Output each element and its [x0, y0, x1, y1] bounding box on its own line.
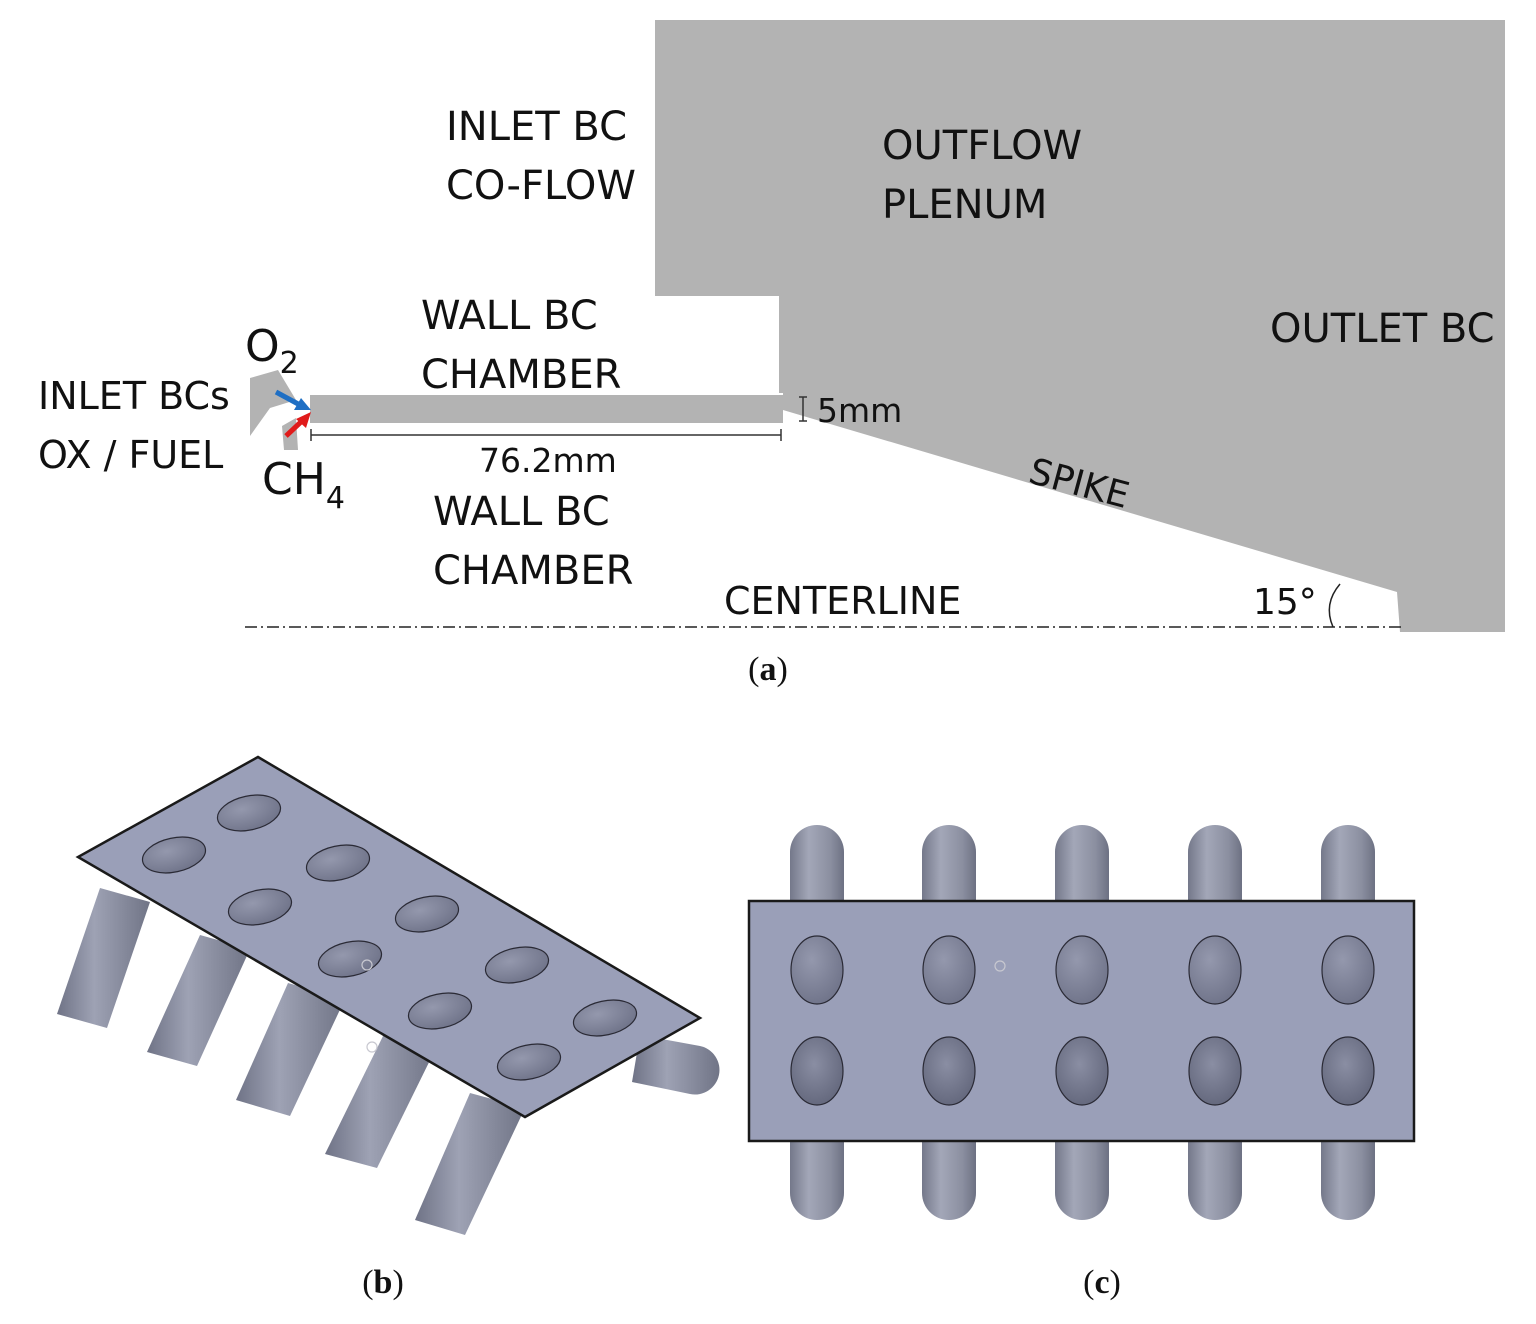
height-dimension-label: 5mm — [817, 391, 902, 430]
tube-top-1 — [790, 825, 844, 901]
hole — [394, 895, 460, 933]
angle-label: 15° — [1253, 582, 1317, 623]
chamber-wall — [310, 395, 783, 423]
hole — [216, 794, 282, 832]
hole — [317, 940, 383, 978]
wall-lower-label: WALL BC CHAMBER — [433, 489, 633, 594]
centerline-label: CENTERLINE — [724, 579, 961, 623]
hole — [227, 888, 293, 926]
tube-bottom-3 — [1055, 1141, 1109, 1220]
hole — [922, 1036, 976, 1106]
side-tube — [632, 1035, 720, 1095]
tube-b-3 — [236, 983, 345, 1116]
caption-a: (a) — [748, 651, 788, 688]
inlet-bcs-label: INLET BCs OX / FUEL — [38, 374, 242, 477]
height-dimension — [799, 396, 807, 422]
wall-upper-label: WALL BC CHAMBER — [421, 293, 621, 398]
bottom-tubes-c — [790, 1141, 1375, 1220]
hole — [572, 999, 638, 1037]
caption-b: (b) — [362, 1264, 404, 1301]
hole — [1321, 1036, 1375, 1106]
tube-top-3 — [1055, 825, 1109, 901]
marker-circle — [361, 959, 373, 971]
tube-b-2 — [147, 935, 250, 1066]
tube-top-2 — [922, 825, 976, 901]
injector-plate-b — [75, 755, 703, 1119]
marker-circle — [366, 1041, 378, 1053]
hole — [305, 844, 371, 882]
outlet-bc-label: OUTLET BC — [1270, 306, 1495, 352]
tube-b-4 — [325, 1032, 437, 1168]
tube-bottom-5 — [1321, 1141, 1375, 1220]
outflow-plenum-label: OUTFLOW PLENUM — [882, 123, 1095, 228]
angle-arc — [1328, 583, 1341, 628]
hole — [790, 935, 844, 1005]
tube-bottom-4 — [1188, 1141, 1242, 1220]
outflow-plenum-region — [655, 20, 1505, 632]
tube-bottom-1 — [790, 1141, 844, 1220]
hole — [496, 1043, 562, 1081]
hole — [922, 935, 976, 1005]
o2-arrow — [274, 389, 311, 410]
o2-label: O2 — [245, 321, 299, 381]
hole — [484, 946, 550, 984]
panel-a: INLET BC CO-FLOW OUTFLOW PLENUM OUTLET B… — [38, 20, 1505, 688]
tube-bottom-2 — [922, 1141, 976, 1220]
hole — [1188, 1036, 1242, 1106]
marker-circle — [994, 960, 1006, 972]
hole — [141, 836, 207, 874]
hole — [1188, 935, 1242, 1005]
tube-top-4 — [1188, 825, 1242, 901]
hole — [407, 992, 473, 1030]
tube-b-5 — [415, 1093, 525, 1235]
hole — [1321, 935, 1375, 1005]
hole — [1055, 935, 1109, 1005]
plate-holes-c — [790, 935, 1375, 1106]
length-dimension-label: 76.2mm — [479, 441, 617, 480]
hole — [1055, 1036, 1109, 1106]
ch4-label: CH4 — [262, 454, 345, 516]
inlet-coflow-label: INLET BC CO-FLOW — [446, 104, 640, 209]
caption-c: (c) — [1083, 1264, 1121, 1301]
tube-top-5 — [1321, 825, 1375, 901]
ch4-arrow — [284, 412, 311, 438]
top-tubes-c — [790, 825, 1375, 901]
oxidizer-injector — [250, 370, 296, 436]
panel-c: (c) — [747, 825, 1416, 1301]
plate-holes-b — [141, 794, 638, 1081]
panel-b: (b) — [57, 755, 720, 1301]
length-dimension — [310, 429, 782, 441]
hole — [790, 1036, 844, 1106]
tube-b-1 — [57, 888, 150, 1028]
